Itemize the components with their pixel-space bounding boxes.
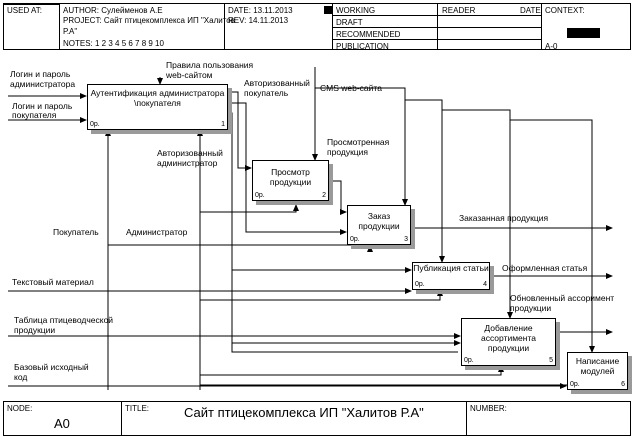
date-field: DATE: 13.11.2013 (228, 6, 293, 15)
activity-box-3-label: Заказ продукции (358, 211, 400, 231)
arrow-label-login-admin: Логин и пароль (10, 69, 71, 79)
title-label: TITLE: (125, 404, 150, 413)
arrow-label-updated-2: продукции (510, 303, 552, 313)
arrow-label-auth-admin: Авторизованный (157, 148, 223, 158)
arrow-label-auth-buyer-2: покупатель (244, 88, 289, 98)
arrow-label-auth-buyer: Авторизованный (244, 78, 310, 88)
rev-field: REV: 14.11.2013 (228, 16, 289, 25)
activity-box-4-number: 4 (483, 281, 487, 288)
arrow-label-viewed: Просмотренная (327, 137, 390, 147)
arrow-label-cms: CMS web-сайта (320, 83, 382, 93)
activity-box-5[interactable]: Добавление ассортимента продукции 0р. 5 (461, 318, 556, 366)
status-working: WORKING (336, 6, 376, 15)
status-draft: DRAFT (336, 18, 363, 27)
activity-box-1[interactable]: Аутентификация администратора \покупател… (87, 84, 228, 130)
arrow-label-buyer: Покупатель (53, 227, 99, 237)
node-value: A0 (54, 416, 70, 431)
arrow-label-login-buyer-2: покупателя (12, 110, 57, 120)
status-publication: PUBLICATION (336, 42, 389, 51)
arrow-label-table-2: продукции (14, 325, 56, 335)
arrow-label-admin: Администратор (126, 227, 188, 237)
activity-box-6-cost: 0р. (570, 381, 580, 388)
arrow-label-rules-2: web-сайтом (166, 70, 213, 80)
project-field: PROJECT: Сайт птицекомплекса ИП "Халитов (63, 16, 235, 25)
arrow-label-base-2: код (14, 372, 28, 382)
activity-box-3-number: 3 (404, 236, 408, 243)
activity-box-5-number: 5 (549, 357, 553, 364)
activity-box-1-label: Аутентификация администратора \покупател… (90, 88, 225, 108)
activity-box-2[interactable]: Просмотр продукции 0р. 2 (252, 160, 329, 201)
activity-box-2-cost: 0р. (255, 192, 265, 199)
activity-box-6-number: 6 (621, 381, 625, 388)
activity-box-5-cost: 0р. (464, 357, 474, 364)
diagram-footer: NODE: A0 TITLE: Сайт птицекомплекса ИП "… (3, 401, 631, 436)
notes-field: NOTES: 1 2 3 4 5 6 7 8 9 10 (63, 39, 164, 48)
used-at-label: USED AT: (7, 6, 42, 15)
activity-box-2-label: Просмотр продукции (269, 167, 312, 187)
activity-box-2-number: 2 (322, 192, 326, 199)
arrow-label-ordered: Заказанная продукция (459, 213, 549, 223)
status-recommended: RECOMMENDED (336, 30, 401, 39)
arrow-label-base: Базовый исходный (14, 362, 89, 372)
reader-date-label: DATE (520, 6, 541, 15)
arrow-label-table: Таблица птицеводческой (14, 315, 114, 325)
context-label: CONTEXT: (545, 6, 585, 15)
activity-box-6-label: Написание модулей (575, 356, 620, 376)
arrow-label-rules: Правила пользования (166, 60, 254, 70)
arrow-label-login-buyer: Логин и пароль (12, 101, 73, 111)
activity-box-1-cost: 0р. (90, 121, 100, 128)
activity-box-1-number: 1 (221, 121, 225, 128)
activity-box-4[interactable]: Публикация статьи 0р. 4 (412, 262, 490, 290)
diagram-title: Сайт птицекомплекса ИП "Халитов Р.А" (184, 405, 424, 420)
working-check-icon (324, 6, 332, 14)
activity-box-4-cost: 0р. (415, 281, 425, 288)
context-thumbnail (567, 28, 600, 38)
arrow-label-auth-admin-2: администратор (157, 158, 218, 168)
activity-box-3-cost: 0р. (350, 236, 360, 243)
activity-box-4-label: Публикация статьи (413, 263, 489, 273)
project-field-cont: Р.А" (63, 27, 78, 36)
author-field: AUTHOR: Сулейменов А.Е (63, 6, 163, 15)
diagram-header: USED AT: AUTHOR: Сулейменов А.Е PROJECT:… (3, 3, 631, 51)
arrow-label-formatted: Оформленная статья (502, 263, 588, 273)
reader-label: READER (442, 6, 476, 15)
arrow-label-viewed-2: продукция (327, 147, 369, 157)
node-label: NODE: (7, 404, 33, 413)
context-node: A-0 (545, 42, 558, 51)
activity-box-5-label: Добавление ассортимента продукции (480, 323, 537, 353)
number-label: NUMBER: (470, 404, 507, 413)
arrow-label-login-admin-2: администратора (10, 79, 76, 89)
arrow-label-updated: Обновленный ассоримент (510, 293, 615, 303)
activity-box-3[interactable]: Заказ продукции 0р. 3 (347, 205, 411, 245)
arrow-label-text-material: Текстовый материал (12, 277, 94, 287)
activity-box-6[interactable]: Написание модулей 0р. 6 (567, 352, 628, 390)
